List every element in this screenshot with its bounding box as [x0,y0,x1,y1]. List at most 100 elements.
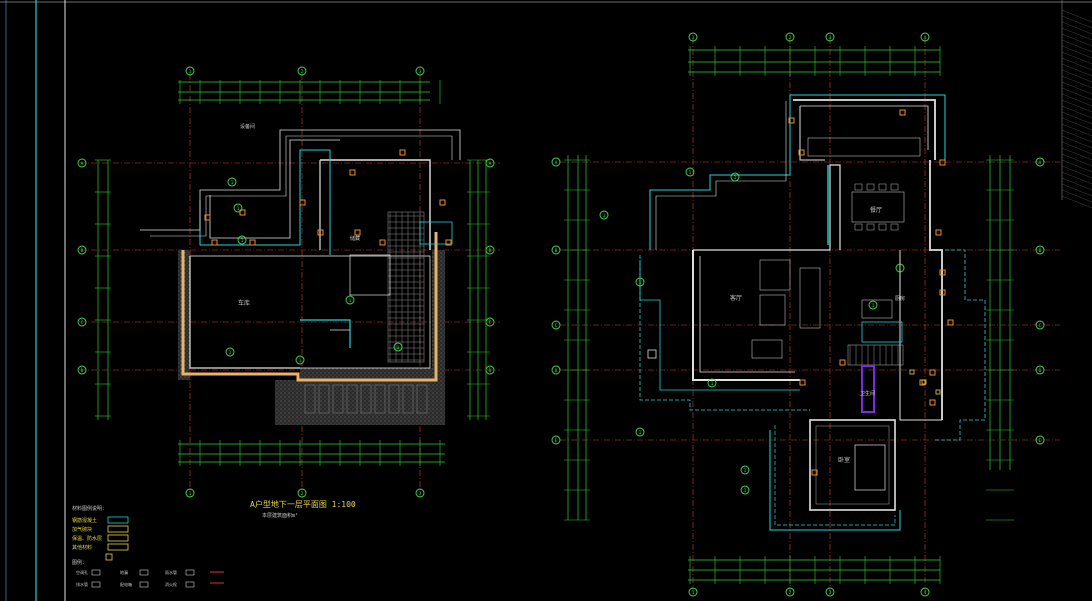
right-axis-bubble-bottom [785,587,795,597]
left-bottom-stair [318,384,330,414]
left-outer-outline2 [150,135,453,237]
right-edge-hatch [1061,87,1092,101]
left-axis-bubble-top [185,66,195,76]
right-axis-bubble-left [551,435,561,445]
right-dashed-outline [639,255,810,411]
right-orange-marker [798,149,805,156]
left-orange-marker [317,229,324,236]
right-edge-hatch [1061,177,1092,191]
right-chair [890,183,899,191]
legend-note-symbol [91,581,101,588]
right-bed [854,444,886,491]
legend-swatch [107,516,129,524]
right-dashed-outline-east [935,249,986,441]
right-edge-hatch [1061,93,1092,107]
left-axis-bubble-bottom [415,488,425,498]
right-chair [854,183,863,191]
left-orange-marker [439,199,446,206]
left-bottom-stair [304,384,316,414]
right-edge-hatch [1061,141,1092,155]
right-axis-bubble-right [1035,365,1045,375]
right-orange-marker [939,269,946,276]
left-axis-bubble-bottom-label: 2 [301,491,304,497]
right-dining-table [851,191,905,223]
left-orange-marker [239,209,246,216]
right-edge-hatch [1061,33,1092,47]
right-axis-bubble-bottom-label: 2 [789,590,792,596]
left-orange-marker [299,199,306,206]
right-axis-bubble-top [688,32,698,42]
left-orange-marker [379,239,386,246]
left-axis-bubble-left [77,365,87,375]
left-niche [419,221,453,245]
left-orange-marker [354,229,361,236]
right-chair [866,183,875,191]
left-axis-bubble-top-label: 2 [301,69,304,75]
right-axis-bubble-bottom-label: 1 [692,590,695,596]
left-axis-bubble-left-label: D [81,368,84,374]
left-detail-bubble-label: 1 [231,180,234,186]
left-upper-wall [320,159,431,250]
right-axis-bubble-bottom [688,587,698,597]
right-edge-hatch [1061,147,1092,161]
right-yellow-marker [921,379,927,385]
right-axis-bubble-bottom [920,587,930,597]
left-detail-bubble [295,355,305,365]
right-cyan-band [649,94,946,250]
right-sofa-long [799,267,821,329]
right-east-wall [929,160,943,420]
right-top-wall [793,99,936,160]
left-detail-bubble [233,203,243,213]
right-edge-hatch [1061,57,1092,71]
right-axis-bubble-left [551,157,561,167]
left-detail-bubble-label: 1 [397,345,400,351]
right-detail-bubble-label: 1 [899,266,902,272]
left-detail-bubble [237,235,247,245]
left-orange-marker [399,149,406,156]
right-detail-bubble-label: 1 [603,213,606,219]
right-detail-bubble-label: 1 [639,280,642,286]
right-detail-bubble-label: 1 [744,468,747,474]
right-axis-bubble-bottom-label: 3 [829,590,832,596]
left-axis-bubble-bottom-label: 1 [189,491,192,497]
right-chair [854,223,863,231]
right-armchair [751,339,783,359]
right-top-left-wall [799,106,825,161]
right-edge-hatch [1061,171,1092,185]
right-axis-bubble-right [1035,435,1045,445]
right-edge-hatch [1061,75,1092,89]
right-axis-bubble-top [825,32,835,42]
right-edge-hatch [1061,129,1092,143]
right-edge-hatch [1061,159,1092,173]
right-living-inner [699,256,795,373]
legend-note-symbol [185,581,195,588]
right-axis-bubble-right [1035,320,1045,330]
right-purple-shaft [861,365,875,413]
right-edge-hatch [1061,63,1092,77]
right-axis-bubble-left-label: E [555,438,558,444]
right-band-outline [655,101,787,250]
left-orange-marker [349,169,356,176]
right-orange-marker [947,319,954,326]
left-axis-bubble-right-label: D [489,368,492,374]
right-sofa [759,259,791,291]
right-bedroom-dashed [774,425,896,526]
right-chair [878,183,887,191]
right-axis-bubble-right-label: D [1039,368,1042,374]
left-stair-grid [387,211,425,363]
right-edge-hatch [1061,105,1092,119]
right-axis-bubble-bottom [825,587,835,597]
right-edge-hatch [1061,183,1092,197]
left-detail-bubble-label: 1 [237,206,240,212]
left-axis-bubble-left-label: A [81,161,84,167]
right-orange-marker [939,159,946,166]
left-cyan-wall [300,319,351,348]
right-edge-hatch [1061,9,1092,23]
left-garage-room [189,255,431,369]
right-top-wall-inner [800,105,929,150]
right-bedroom-inner [815,425,890,505]
right-bedroom-wall [809,419,896,511]
right-axis-bubble-right-label: E [1039,438,1042,444]
